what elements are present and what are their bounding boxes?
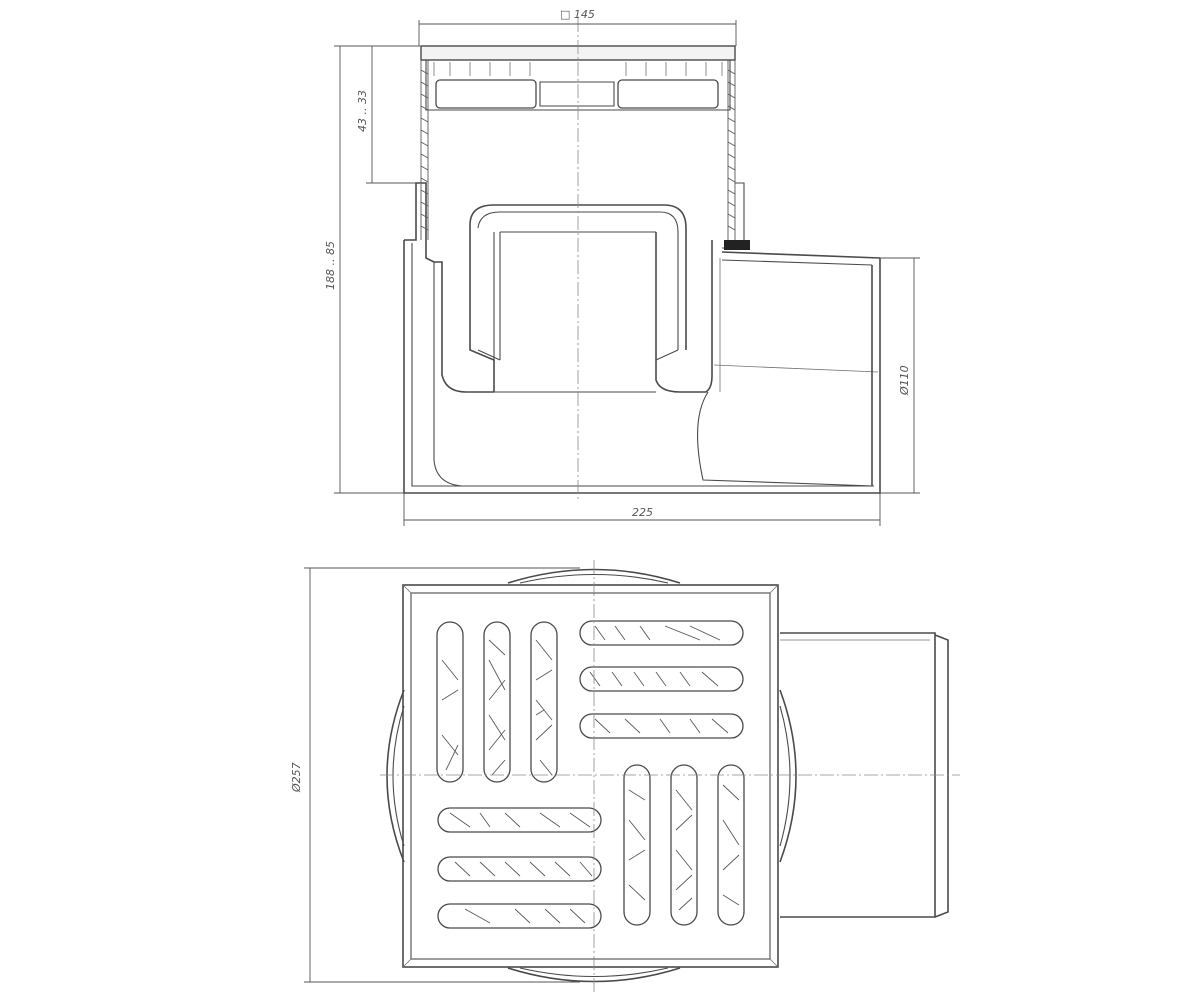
water-trap xyxy=(469,204,713,393)
dim-overall-length: 225 xyxy=(632,506,653,519)
dim-outlet-diameter: Ø110 xyxy=(898,365,911,396)
outlet-pipe xyxy=(697,251,881,487)
dimension-lines: □ 145 43 .. 33 188 .. 85 225 Ø110 xyxy=(324,8,920,526)
grate-slots-top-left xyxy=(436,621,558,783)
dim-top-width: □ 145 xyxy=(560,8,595,21)
grate-slots-bottom-right xyxy=(623,764,745,926)
flange-dimension: Ø257 xyxy=(290,567,580,983)
grate-slots-top-right xyxy=(579,620,744,739)
dim-flange-diameter: Ø257 xyxy=(290,762,303,793)
drain-housing xyxy=(403,182,881,494)
seal-ring xyxy=(724,240,750,250)
grate-assembly xyxy=(420,45,750,250)
side-section-view: □ 145 43 .. 33 188 .. 85 225 Ø110 xyxy=(324,8,920,526)
top-plan-view: Ø257 xyxy=(290,560,960,995)
grate-slots-bottom-left xyxy=(437,807,602,929)
dim-grate-height: 43 .. 33 xyxy=(356,90,369,132)
dim-total-height: 188 .. 85 xyxy=(324,241,337,290)
grate-frame xyxy=(402,584,779,968)
